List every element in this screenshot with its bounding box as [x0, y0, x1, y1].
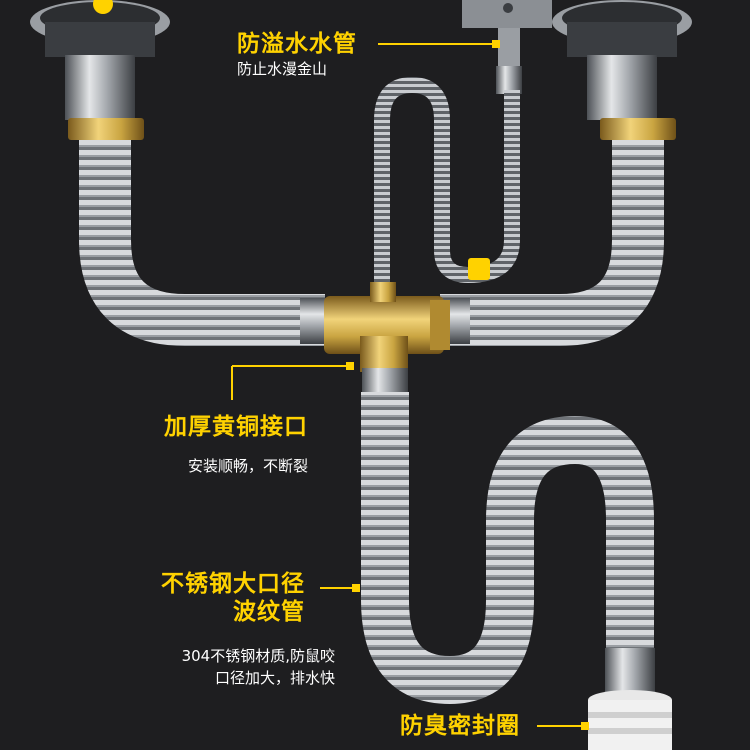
main-corrugated-drain	[361, 392, 654, 705]
brass-joint-subtitle: 安装顺畅，不断裂	[187, 457, 308, 475]
bellows-title-line1: 不锈钢大口径	[161, 571, 305, 597]
odor-seal-ring	[588, 690, 672, 750]
callout-seal: 防臭密封圈	[400, 712, 520, 740]
callout-brass-joint: 加厚黄铜接口 安装顺畅，不断裂	[138, 413, 308, 477]
callout-bellows: 不锈钢大口径 波纹管	[100, 570, 305, 626]
bellows-subtitle-line1: 304不锈钢材质,防鼠咬	[181, 647, 335, 665]
callout-lines	[231, 40, 589, 730]
overflow-title: 防溢水水管	[237, 31, 357, 57]
seal-title: 防臭密封圈	[400, 713, 520, 739]
right-strainer	[552, 0, 692, 140]
brass-joint-title: 加厚黄铜接口	[164, 414, 308, 440]
brass-tee-connector	[324, 282, 450, 372]
bellows-subtitle-line2: 口径加大，排水快	[214, 669, 335, 687]
callout-bellows-details: 304不锈钢材质,防鼠咬 口径加大，排水快	[95, 645, 335, 689]
overflow-subtitle: 防止水漫金山	[237, 60, 328, 78]
right-corrugated-hose	[440, 140, 664, 346]
left-strainer	[30, 0, 170, 140]
bellows-title-line2: 波纹管	[233, 599, 305, 625]
overflow-hose	[374, 76, 520, 290]
overflow-outlet	[462, 0, 552, 94]
left-corrugated-hose	[79, 140, 325, 346]
callout-overflow: 防溢水水管 防止水漫金山	[237, 30, 357, 80]
